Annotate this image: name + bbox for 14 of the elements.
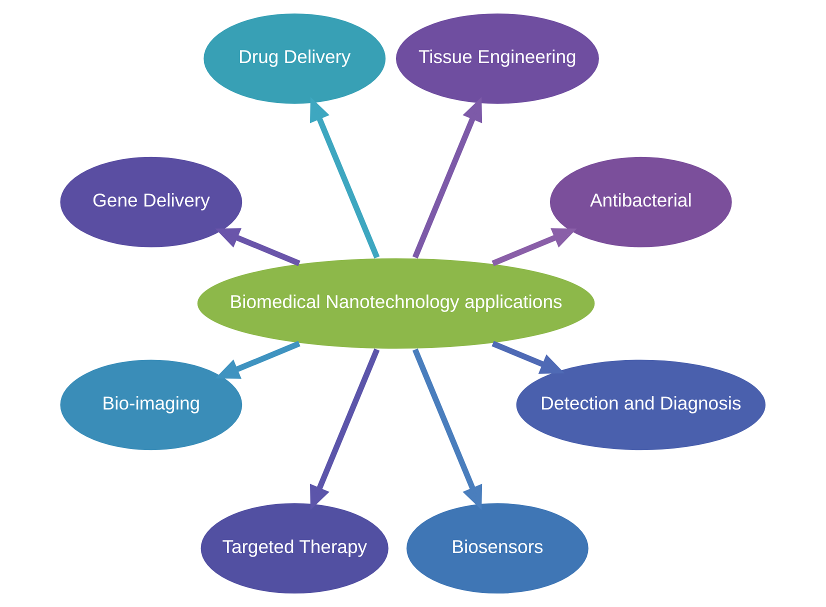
node-ellipse: Drug Delivery — [202, 12, 387, 105]
arrow — [412, 348, 482, 510]
arrow — [310, 348, 380, 510]
arrow — [215, 340, 300, 379]
node-ellipse: Biomedical Nanotechnology applications — [196, 257, 596, 350]
arrow — [492, 340, 565, 374]
node-ellipse: Tissue Engineering — [394, 12, 600, 105]
arrow — [215, 228, 300, 266]
node-ellipse: Biosensors — [405, 502, 590, 595]
arrow — [492, 228, 577, 266]
arrow — [310, 96, 380, 259]
node-ellipse: Targeted Therapy — [200, 502, 390, 595]
node-ellipse: Detection and Diagnosis — [515, 358, 767, 452]
arrow — [412, 96, 482, 259]
